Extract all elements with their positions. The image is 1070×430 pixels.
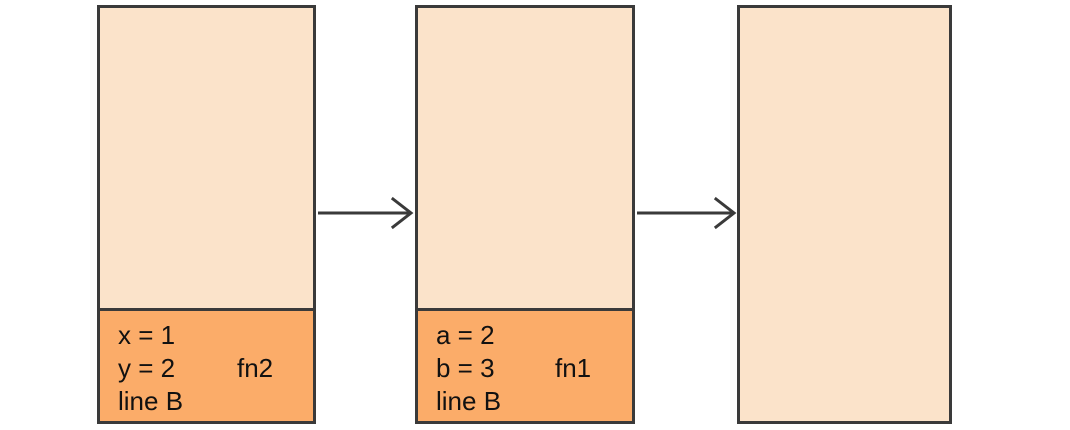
frame-function-name: fn2 bbox=[237, 353, 274, 383]
arrow-right-icon bbox=[318, 196, 414, 230]
frame-line-text: a = 2 bbox=[436, 320, 495, 350]
frame-line-text: line B bbox=[118, 386, 184, 416]
stack-frame-fn2-lines: x = 1 y = 2 fn2 line B bbox=[118, 319, 305, 418]
frame-line-text: x = 1 bbox=[118, 320, 176, 350]
frame-line: y = 2 fn2 bbox=[118, 352, 305, 385]
stack-box-1: x = 1 y = 2 fn2 line B bbox=[97, 5, 316, 424]
arrow-1 bbox=[318, 196, 414, 230]
frame-line: a = 2 bbox=[436, 319, 624, 352]
stack-box-2: a = 2 b = 3 fn1 line B bbox=[415, 5, 635, 424]
stack-frame-fn1-lines: a = 2 b = 3 fn1 line B bbox=[436, 319, 624, 418]
arrow-2 bbox=[637, 196, 737, 230]
stack-frame-fn1: a = 2 b = 3 fn1 line B bbox=[415, 308, 635, 424]
frame-line-text: y = 2 bbox=[118, 353, 176, 383]
frame-line: line B bbox=[436, 385, 624, 418]
frame-line-text: line B bbox=[436, 386, 502, 416]
frame-line: x = 1 bbox=[118, 319, 305, 352]
stack-frame-fn2: x = 1 y = 2 fn2 line B bbox=[97, 308, 316, 424]
arrow-right-icon bbox=[637, 196, 737, 230]
frame-line-text: b = 3 bbox=[436, 353, 495, 383]
frame-function-name: fn1 bbox=[555, 353, 592, 383]
frame-line: line B bbox=[118, 385, 305, 418]
frame-line: b = 3 fn1 bbox=[436, 352, 624, 385]
stack-box-3 bbox=[737, 5, 952, 424]
